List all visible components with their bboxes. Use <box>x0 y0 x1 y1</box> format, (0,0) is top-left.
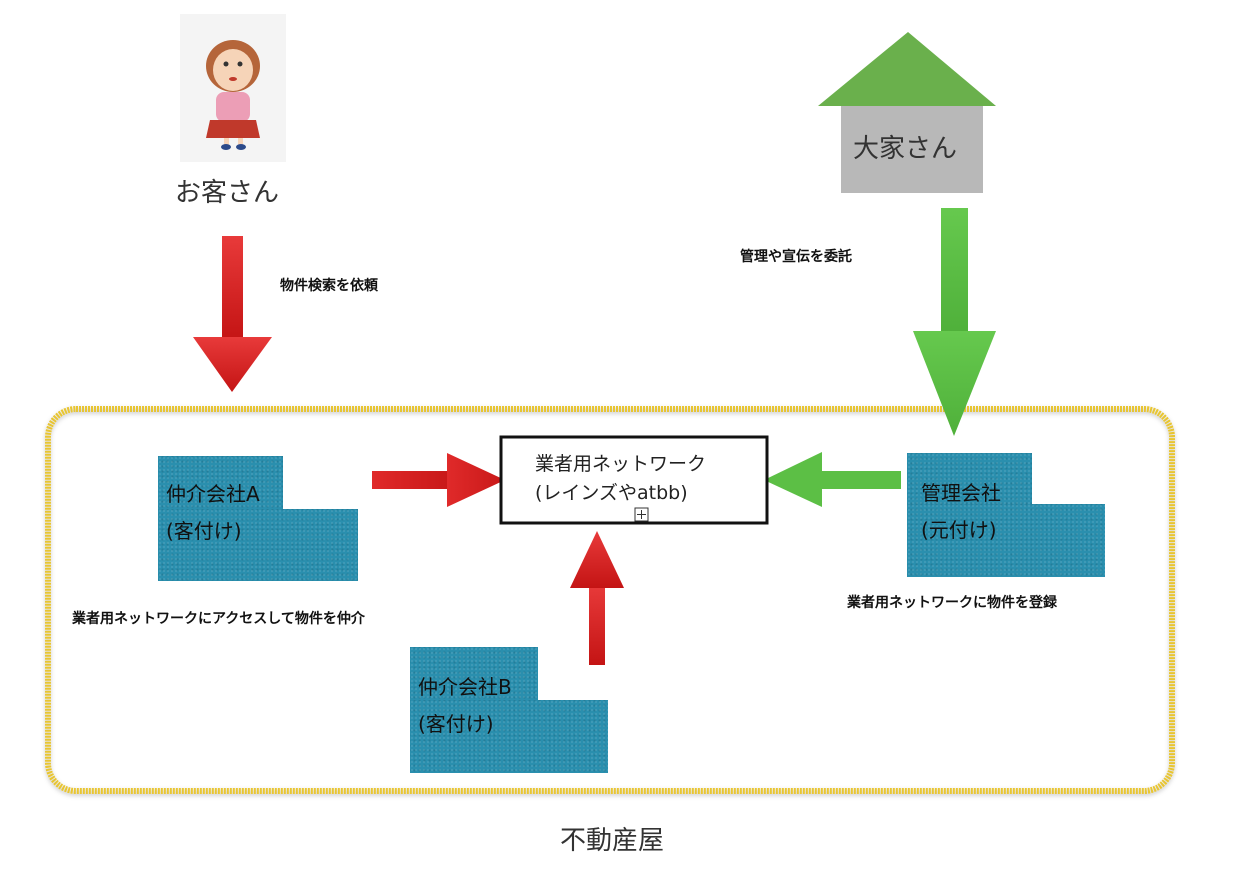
customer-label: お客さん <box>175 178 280 208</box>
management-role: (元付け) <box>921 518 997 542</box>
landlord-house-icon <box>818 32 996 193</box>
broker-b-name: 仲介会社B <box>418 675 512 699</box>
broker-a-role: (客付け) <box>166 519 242 543</box>
real-estate-label: 不動産屋 <box>560 826 665 856</box>
broker-b-box: 仲介会社B (客付け) <box>410 647 608 773</box>
broker-a-box: 仲介会社A (客付け) <box>158 456 358 581</box>
consignment-label: 管理や宣伝を委託 <box>740 249 852 265</box>
arrow-broker-a-to-network <box>372 453 505 507</box>
landlord-label: 大家さん <box>853 134 958 164</box>
search-request-label: 物件検索を依頼 <box>280 278 378 294</box>
arrow-customer-to-agency <box>193 236 272 392</box>
network-box <box>499 435 769 525</box>
broker-a-name: 仲介会社A <box>166 482 260 506</box>
arrow-broker-b-to-network <box>570 531 624 665</box>
management-box: 管理会社 (元付け) <box>907 453 1105 577</box>
broker-b-role: (客付け) <box>418 712 494 736</box>
real-estate-border <box>45 406 1175 794</box>
network-title: 業者用ネットワーク <box>535 453 707 475</box>
arrow-landlord-to-management <box>913 208 996 436</box>
network-subtitle: (レインズやatbb) <box>535 482 688 504</box>
register-label: 業者用ネットワークに物件を登録 <box>847 595 1057 611</box>
customer-figure-icon <box>180 14 286 162</box>
network-text: 業者用ネットワーク (レインズやatbb) <box>535 450 706 508</box>
resize-handle-icon[interactable] <box>634 507 649 522</box>
arrow-management-to-network <box>764 452 901 507</box>
management-name: 管理会社 <box>921 481 1001 505</box>
access-broker-label: 業者用ネットワークにアクセスして物件を仲介 <box>72 611 365 627</box>
